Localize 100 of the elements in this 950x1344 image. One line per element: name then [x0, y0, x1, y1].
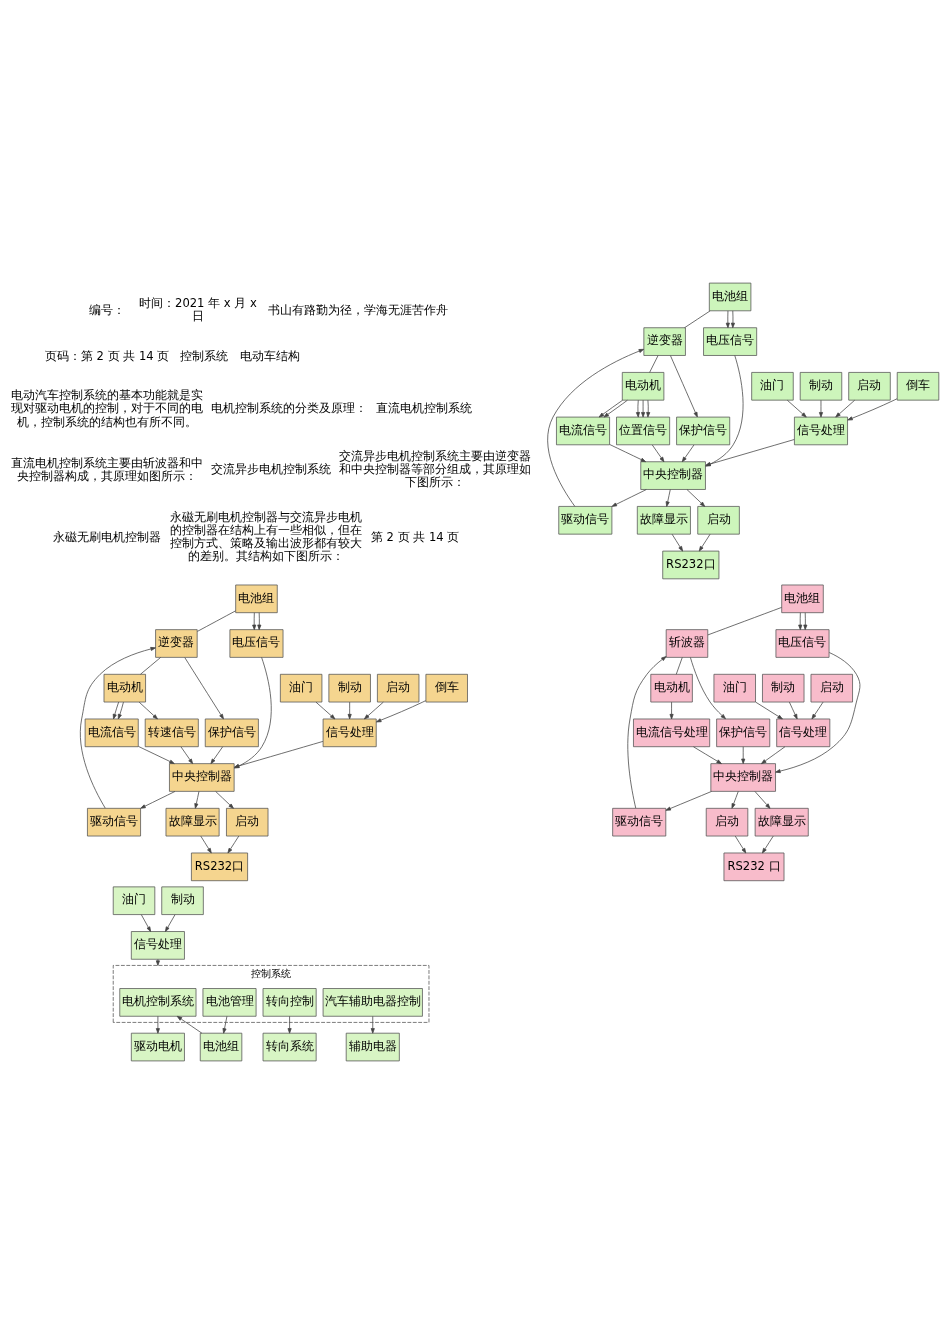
arrow [180, 746, 194, 765]
arrow [598, 399, 623, 418]
arrow [641, 399, 646, 418]
node-box: 制动 [799, 372, 843, 401]
node-box: 制动 [762, 673, 805, 703]
label: 电机控制系统的分类及原理： [210, 401, 367, 416]
label: 交流异步电机控制系统主要由逆变器和中央控制器等部分组成，其原理如下图所示： [339, 449, 532, 490]
node-box: 电流信号处理 [633, 718, 711, 748]
arrow [693, 746, 722, 765]
arrow [287, 1015, 292, 1034]
arrow [112, 701, 119, 720]
arrow [731, 791, 739, 809]
arrow [788, 701, 798, 720]
arrow [155, 958, 160, 966]
node-box: 保护信号 [716, 718, 771, 748]
node-box: 转向控制 [262, 988, 317, 1017]
arrow [761, 746, 786, 765]
arrow [376, 700, 427, 723]
connector [197, 610, 237, 632]
arrow [176, 1015, 203, 1034]
arrow [210, 746, 224, 765]
arrow [635, 399, 640, 418]
label: 永磁无刷电机控制器与交流异步电机的控制器在结构上有一些相似，但在控制方式、策略及输出波形都有较大的差别。其结构如下图所示： [169, 510, 362, 564]
connector [707, 607, 782, 636]
arrow [669, 701, 674, 720]
node-box: 故障显示 [165, 807, 220, 837]
node-box: 电压信号 [703, 327, 758, 356]
arrow [138, 701, 158, 720]
node-box: 电池管理 [202, 988, 257, 1017]
connector [684, 310, 711, 329]
node-box: RS232 口 [723, 852, 785, 882]
arrow [194, 791, 200, 809]
arrow [215, 791, 234, 809]
arrow [670, 355, 698, 418]
arrow [671, 533, 684, 552]
node-box: 油门 [713, 673, 756, 703]
node-box: 电池组 [235, 584, 278, 614]
node-box: 信号处理 [322, 718, 377, 748]
arrow [627, 656, 667, 809]
node-box: 电流信号 [556, 416, 610, 446]
arrow [741, 746, 746, 765]
node-box: 汽车辅助电器控制 [322, 988, 423, 1017]
node-box: 中央控制器 [169, 763, 235, 792]
label: 永磁无刷电机控制器 [53, 529, 162, 544]
node-box: RS232口 [191, 852, 248, 882]
node-box: 故障显示 [754, 807, 809, 837]
arrow [646, 399, 651, 418]
node-box: 驱动电机 [130, 1032, 185, 1062]
node-box: 位置信号 [616, 416, 671, 446]
arrow [698, 533, 711, 552]
arrow [165, 914, 176, 932]
node-box: 斩波器 [665, 629, 709, 658]
connector [649, 355, 659, 373]
node-box: 倒车 [425, 673, 468, 703]
node-box: 逆变器 [155, 629, 198, 658]
arrow [315, 701, 336, 720]
arrow [734, 835, 747, 854]
arrow [155, 1015, 160, 1034]
arrow [730, 310, 735, 329]
label: 编号： [89, 302, 126, 317]
arrow [681, 444, 695, 463]
node-box: 油门 [751, 372, 794, 401]
node-box: 故障显示 [636, 506, 691, 535]
node-box: 驱动信号 [558, 506, 613, 535]
arrow [364, 701, 384, 720]
node-box: 电压信号 [775, 629, 830, 658]
arrow [705, 439, 795, 466]
node-box: 电压信号 [229, 629, 284, 658]
label: 第 2 页 共 14 页 [370, 529, 460, 544]
node-box: 驱动信号 [612, 807, 667, 837]
node-box: 启动 [377, 673, 420, 703]
arrow [140, 914, 152, 932]
node-box: RS232口 [662, 550, 720, 580]
node-box: 启动 [705, 807, 749, 837]
arrow [819, 399, 823, 418]
arrow [651, 444, 665, 463]
connector [140, 657, 161, 675]
label: 电动车结构 [240, 348, 301, 363]
node-box: 逆变器 [643, 327, 686, 356]
node-box: 电动机 [621, 372, 665, 401]
node-box: 电池组 [199, 1032, 243, 1062]
arrow [140, 791, 176, 809]
arrow [227, 835, 240, 854]
node-box: 启动 [848, 372, 891, 401]
node-box: 电流信号 [84, 718, 139, 748]
arrow [252, 612, 257, 631]
node-box: 启动 [697, 506, 740, 535]
arrow [370, 1015, 375, 1034]
label: 书山有路勤为径，学海无涯苦作舟 [268, 302, 449, 317]
arrow [222, 1015, 228, 1034]
arrow [690, 657, 726, 720]
node-box: 油门 [279, 673, 323, 703]
node-box: 电池组 [781, 584, 824, 614]
arrow [79, 646, 156, 809]
arrow [257, 612, 262, 631]
node-box: 制动 [328, 673, 371, 703]
node-box: 辅助电器 [345, 1032, 400, 1062]
node-box: 信号处理 [776, 718, 831, 748]
arrow [138, 746, 175, 764]
label: 时间：2021 年 x 月 x 日 [139, 295, 257, 324]
